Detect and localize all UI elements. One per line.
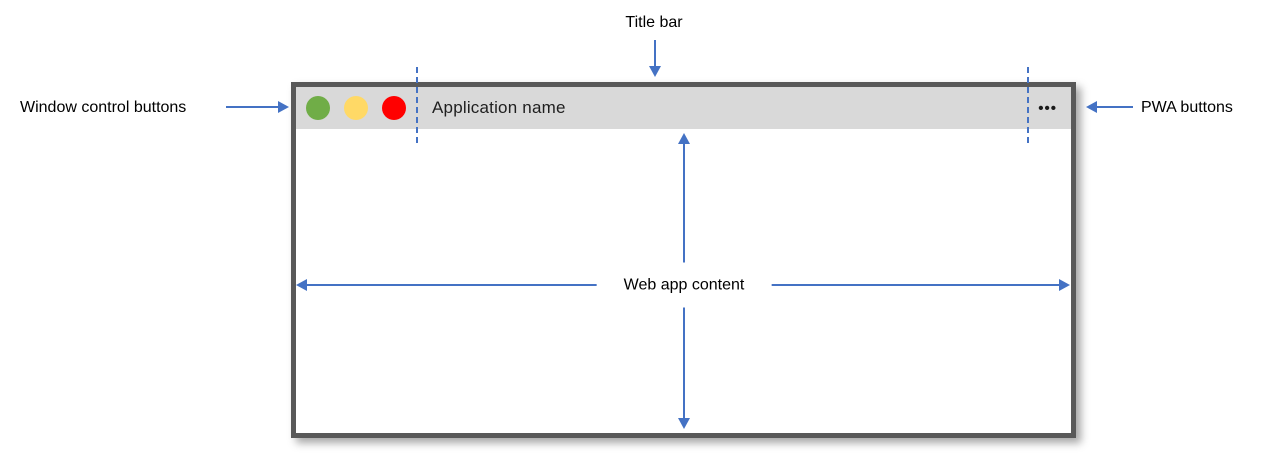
- window-control-yellow-button[interactable]: [344, 96, 368, 120]
- titlebar-region-divider-left: [416, 67, 418, 143]
- window-control-buttons: [306, 96, 406, 120]
- app-window: Application name •••: [291, 82, 1076, 438]
- window-control-red-button[interactable]: [382, 96, 406, 120]
- window-controls-arrow: [226, 101, 289, 113]
- application-name: Application name: [432, 98, 566, 117]
- pwa-more-menu-icon[interactable]: •••: [1038, 99, 1057, 117]
- title-bar: Application name •••: [296, 87, 1071, 129]
- pwa-buttons-label: PWA buttons: [1141, 99, 1233, 116]
- pwa-buttons-arrow: [1086, 101, 1133, 113]
- window-controls-label: Window control buttons: [20, 99, 187, 116]
- titlebar-region-divider-right: [1027, 67, 1029, 143]
- title-bar-label: Title bar: [625, 14, 683, 31]
- title-bar-arrow: [649, 40, 661, 77]
- window-control-green-button[interactable]: [306, 96, 330, 120]
- web-app-content-label: Web app content: [596, 262, 772, 308]
